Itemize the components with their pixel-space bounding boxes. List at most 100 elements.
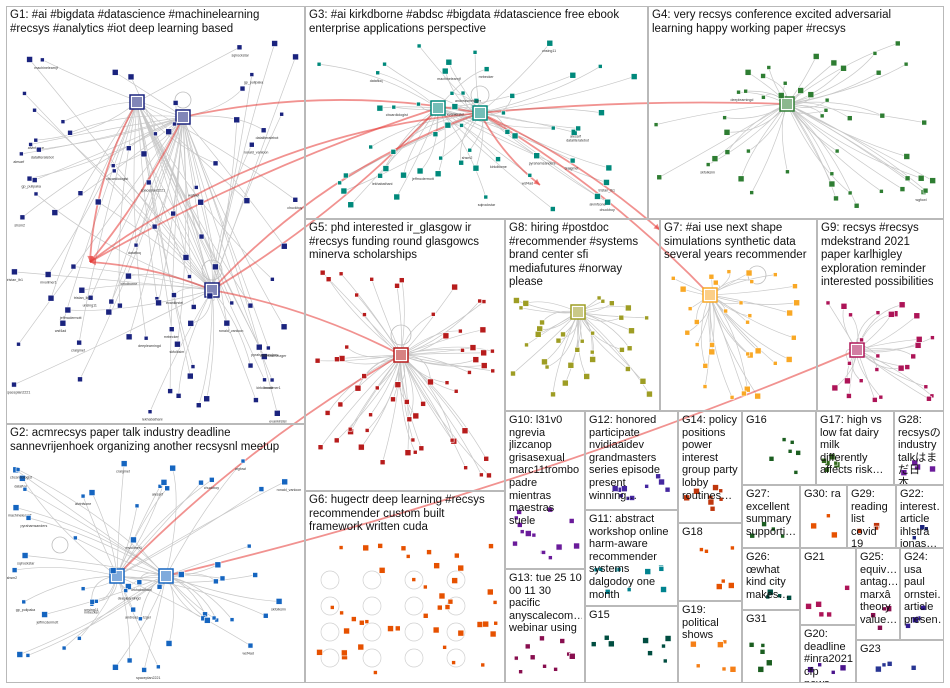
node-label: wsf4ad: [522, 181, 533, 185]
graph-node: [130, 606, 136, 613]
graph-node: [493, 620, 499, 626]
graph-node: [670, 276, 676, 281]
graph-node: [212, 263, 219, 271]
graph-node: [793, 470, 799, 475]
graph-edge: [75, 537, 167, 577]
node-label: mvollmer1: [40, 280, 57, 284]
graph-edge: [211, 56, 296, 291]
graph-node: [64, 306, 72, 314]
graph-node: [926, 395, 932, 402]
graph-node: [416, 167, 424, 175]
graph-node: [705, 162, 711, 167]
graph-node: [760, 73, 766, 79]
group-label-g2: G2: acmrecsys paper talk industry deadli…: [10, 427, 280, 453]
graph-edge: [116, 481, 285, 577]
graph-node: [824, 466, 830, 473]
graph-node: [546, 39, 554, 47]
strong-edge: [211, 112, 481, 291]
graph-edge: [400, 354, 414, 441]
graph-edge: [116, 575, 266, 617]
node-label: unsing11: [542, 49, 556, 53]
graph-node: [247, 642, 254, 649]
node-label: tristan_lb1: [598, 188, 615, 192]
graph-node: [212, 160, 219, 167]
graph-edge: [709, 294, 794, 339]
graph-node: [193, 185, 199, 190]
graph-node: [422, 613, 429, 619]
group-box-g13: G13: tue 25 10 00 11 30 pacific anyscale…: [505, 569, 585, 683]
self-loop: [201, 259, 223, 281]
graph-node: [619, 347, 625, 353]
graph-edge: [133, 101, 147, 339]
graph-node: [567, 361, 575, 369]
graph-node: [898, 301, 906, 309]
graph-node: [560, 331, 566, 338]
graph-node: [12, 504, 20, 511]
graph-node: [19, 475, 26, 482]
graph-node: [223, 319, 231, 327]
graph-node: [720, 578, 726, 584]
graph-node: [126, 657, 133, 664]
graph-node: [856, 528, 863, 534]
graph-node: [833, 195, 839, 202]
graph-node: [211, 615, 217, 621]
graph-node: [722, 115, 727, 120]
graph-node: [247, 362, 254, 369]
graph-node: [712, 279, 719, 286]
graph-node: [590, 330, 595, 336]
graph-node: [447, 598, 454, 605]
graph-node: [438, 155, 443, 161]
graph-node: [664, 486, 671, 493]
graph-node: [70, 263, 77, 270]
graph-node: [872, 51, 878, 56]
graph-node: [319, 269, 326, 276]
graph-node: [550, 125, 556, 131]
graph-node: [539, 635, 545, 642]
group-box-g26: G26: œwhat kind city makes…: [742, 548, 800, 610]
graph-node: [275, 598, 283, 605]
graph-edge: [136, 101, 296, 201]
graph-edge: [63, 575, 167, 649]
graph-node: [314, 357, 321, 364]
graph-node: [723, 308, 728, 314]
graph-node: [583, 373, 590, 380]
graph-node: [279, 111, 284, 117]
graph-node: [741, 390, 747, 397]
edge-arrow: [533, 178, 540, 185]
graph-node: [746, 148, 751, 154]
graph-node: [658, 566, 665, 572]
node-label: lekhabathani: [372, 182, 393, 186]
graph-node: [618, 493, 624, 498]
avatar-image: [112, 571, 122, 581]
group-label-g27: G27: excellent summary supporti…: [746, 488, 797, 538]
graph-node: [459, 123, 464, 128]
graph-node: [292, 53, 299, 61]
group-label-g1: G1: #ai #bigdata #datascience #machinele…: [10, 9, 260, 35]
graph-edge: [786, 103, 926, 191]
graph-node: [316, 61, 322, 67]
graph-node: [542, 663, 547, 669]
graph-node: [792, 283, 798, 289]
graph-node: [929, 465, 936, 473]
graph-node: [472, 356, 480, 363]
node-label: deeplearningd: [118, 597, 141, 601]
graph-edge: [90, 116, 184, 298]
graph-node: [743, 385, 751, 393]
graph-edge: [116, 574, 256, 583]
graph-edge: [786, 103, 922, 179]
graph-node: [393, 193, 401, 201]
node-label: evankirstel: [269, 419, 286, 423]
graph-node: [875, 310, 881, 315]
graph-node: [923, 384, 929, 390]
graph-node: [858, 378, 864, 383]
graph-edge: [136, 101, 216, 164]
graph-node: [416, 43, 422, 49]
graph-node: [604, 198, 611, 206]
graph-node: [737, 175, 745, 183]
graph-node: [589, 356, 596, 363]
graph-edge: [786, 103, 933, 181]
graph-node: [790, 334, 797, 341]
graph-node: [33, 137, 39, 143]
self-loop: [446, 622, 466, 642]
graph-node: [912, 616, 919, 624]
